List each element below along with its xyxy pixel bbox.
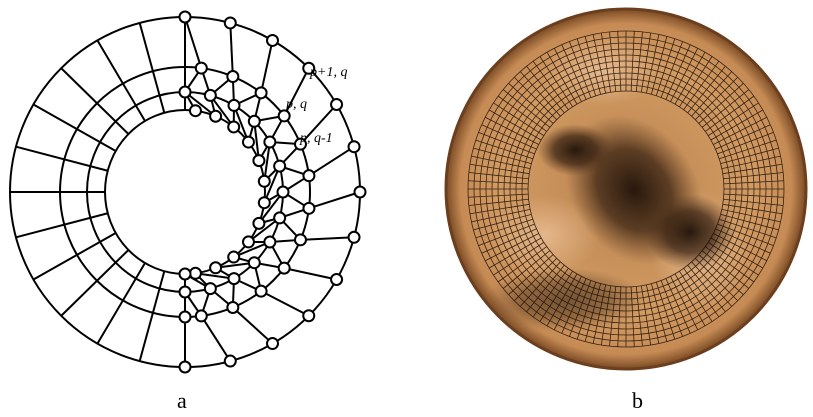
caption-panel-b: b [632, 390, 643, 412]
node-label-p-q: p, q [286, 98, 307, 112]
node-label-p-plus-1-q: p+1, q [310, 66, 347, 80]
caption-panel-a: a [177, 390, 187, 412]
node-label-p-q-minus-1: p, q-1 [300, 132, 333, 146]
